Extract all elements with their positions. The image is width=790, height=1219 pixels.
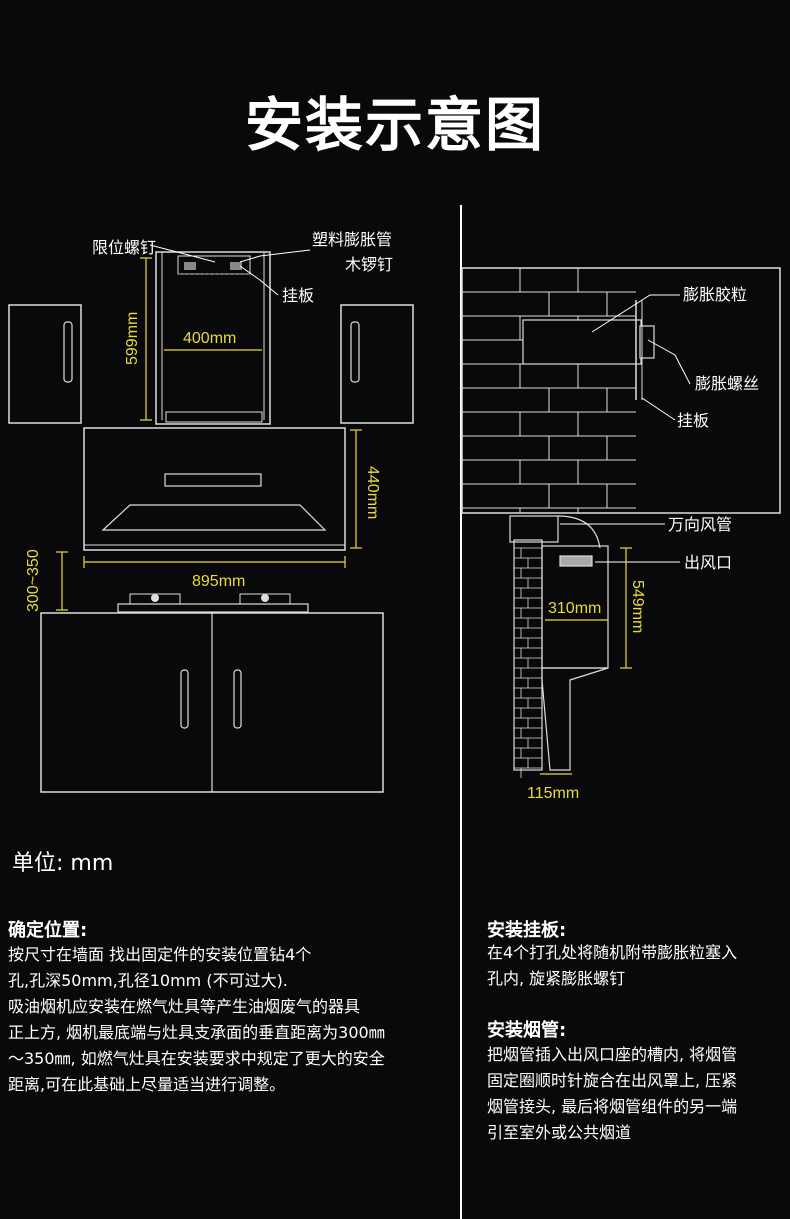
brick-wall-panel bbox=[461, 267, 781, 514]
right-line-1: 在4个打孔处将随机附带膨胀粒塞入 bbox=[487, 943, 738, 962]
left-line-4: 正上方, 烟机最底端与灶具支承面的垂直距离为300㎜ bbox=[8, 1023, 385, 1042]
chimney-cover bbox=[155, 251, 271, 425]
side-view-wall bbox=[513, 539, 543, 778]
right-paragraph-2: 把烟管插入出风口座的槽内, 将烟管 固定圈顺时针旋合在出风罩上, 压紧 烟管接头… bbox=[487, 1042, 787, 1146]
right-paragraph-1: 在4个打孔处将随机附带膨胀粒塞入 孔内, 旋紧膨胀螺钉 bbox=[487, 940, 787, 992]
right-dimension-lines bbox=[540, 547, 632, 775]
dim-115: 115mm bbox=[527, 785, 579, 802]
left-paragraph: 按尺寸在墙面 找出固定件的安装位置钻4个 孔,孔深50mm,孔径10mm (不可… bbox=[8, 942, 448, 1098]
right-line-5: 烟管接头, 最后将烟管组件的另一端 bbox=[487, 1097, 738, 1116]
right-line-4: 固定圈顺时针旋合在出风罩上, 压紧 bbox=[487, 1071, 738, 1090]
page-title: 安装示意图 bbox=[244, 91, 545, 159]
limit-screw-label: 限位螺钉 bbox=[92, 238, 156, 257]
dim-300-350: 300~350 bbox=[25, 549, 42, 612]
expansion-plug-label: 膨胀胶粒 bbox=[683, 285, 747, 304]
dim-895: 895mm bbox=[192, 573, 245, 590]
base-cabinet bbox=[40, 612, 384, 793]
air-outlet-label: 出风口 bbox=[684, 553, 732, 572]
right-line-2: 孔内, 旋紧膨胀螺钉 bbox=[487, 969, 626, 988]
dim-440: 440mm bbox=[364, 466, 381, 519]
left-wall-cabinet bbox=[8, 304, 82, 424]
hang-plate-right-label: 挂板 bbox=[677, 411, 709, 430]
side-view-hood bbox=[509, 515, 609, 771]
left-line-5: ～350㎜, 如燃气灶具在安装要求中规定了更大的安全 bbox=[8, 1049, 385, 1068]
right-lower-leaders bbox=[560, 523, 680, 563]
plastic-anchor-label: 塑料膨胀管 bbox=[312, 230, 392, 249]
installation-diagram: 限位螺钉 塑料膨胀管 木锣钉 挂板 599mm 400mm 440mm 895m… bbox=[8, 230, 781, 802]
left-line-2: 孔,孔深50mm,孔径10mm (不可过大). bbox=[8, 971, 288, 990]
hang-plate-label: 挂板 bbox=[282, 286, 314, 305]
right-line-3: 把烟管插入出风口座的槽内, 将烟管 bbox=[487, 1045, 738, 1064]
dim-400: 400mm bbox=[183, 330, 236, 347]
right-heading-2: 安装烟管: bbox=[487, 1020, 567, 1041]
left-leader-lines bbox=[149, 244, 311, 296]
left-line-3: 吸油烟机应安装在燃气灶具等产生油烟废气的器具 bbox=[8, 997, 361, 1016]
right-upper-leaders bbox=[591, 294, 691, 421]
left-dimension-lines bbox=[56, 257, 362, 611]
universal-duct-label: 万向风管 bbox=[668, 515, 732, 534]
dim-310: 310mm bbox=[548, 600, 601, 617]
unit-label: 单位: mm bbox=[12, 851, 114, 876]
dim-599: 599mm bbox=[124, 312, 141, 365]
dim-549: 549mm bbox=[629, 580, 646, 633]
right-line-6: 引至室外或公共烟道 bbox=[487, 1123, 632, 1142]
left-line-6: 距离,可在此基础上尽量适当进行调整。 bbox=[8, 1075, 286, 1094]
wood-screw-label: 木锣钉 bbox=[345, 255, 393, 274]
center-divider bbox=[460, 205, 462, 1219]
left-line-1: 按尺寸在墙面 找出固定件的安装位置钻4个 bbox=[8, 945, 312, 964]
range-hood-body bbox=[83, 427, 346, 551]
gas-stove bbox=[117, 593, 309, 613]
right-heading-1: 安装挂板: bbox=[487, 920, 567, 941]
expansion-screw-label: 膨胀螺丝 bbox=[695, 374, 759, 393]
left-heading: 确定位置: bbox=[8, 920, 88, 941]
right-wall-cabinet bbox=[340, 304, 414, 424]
